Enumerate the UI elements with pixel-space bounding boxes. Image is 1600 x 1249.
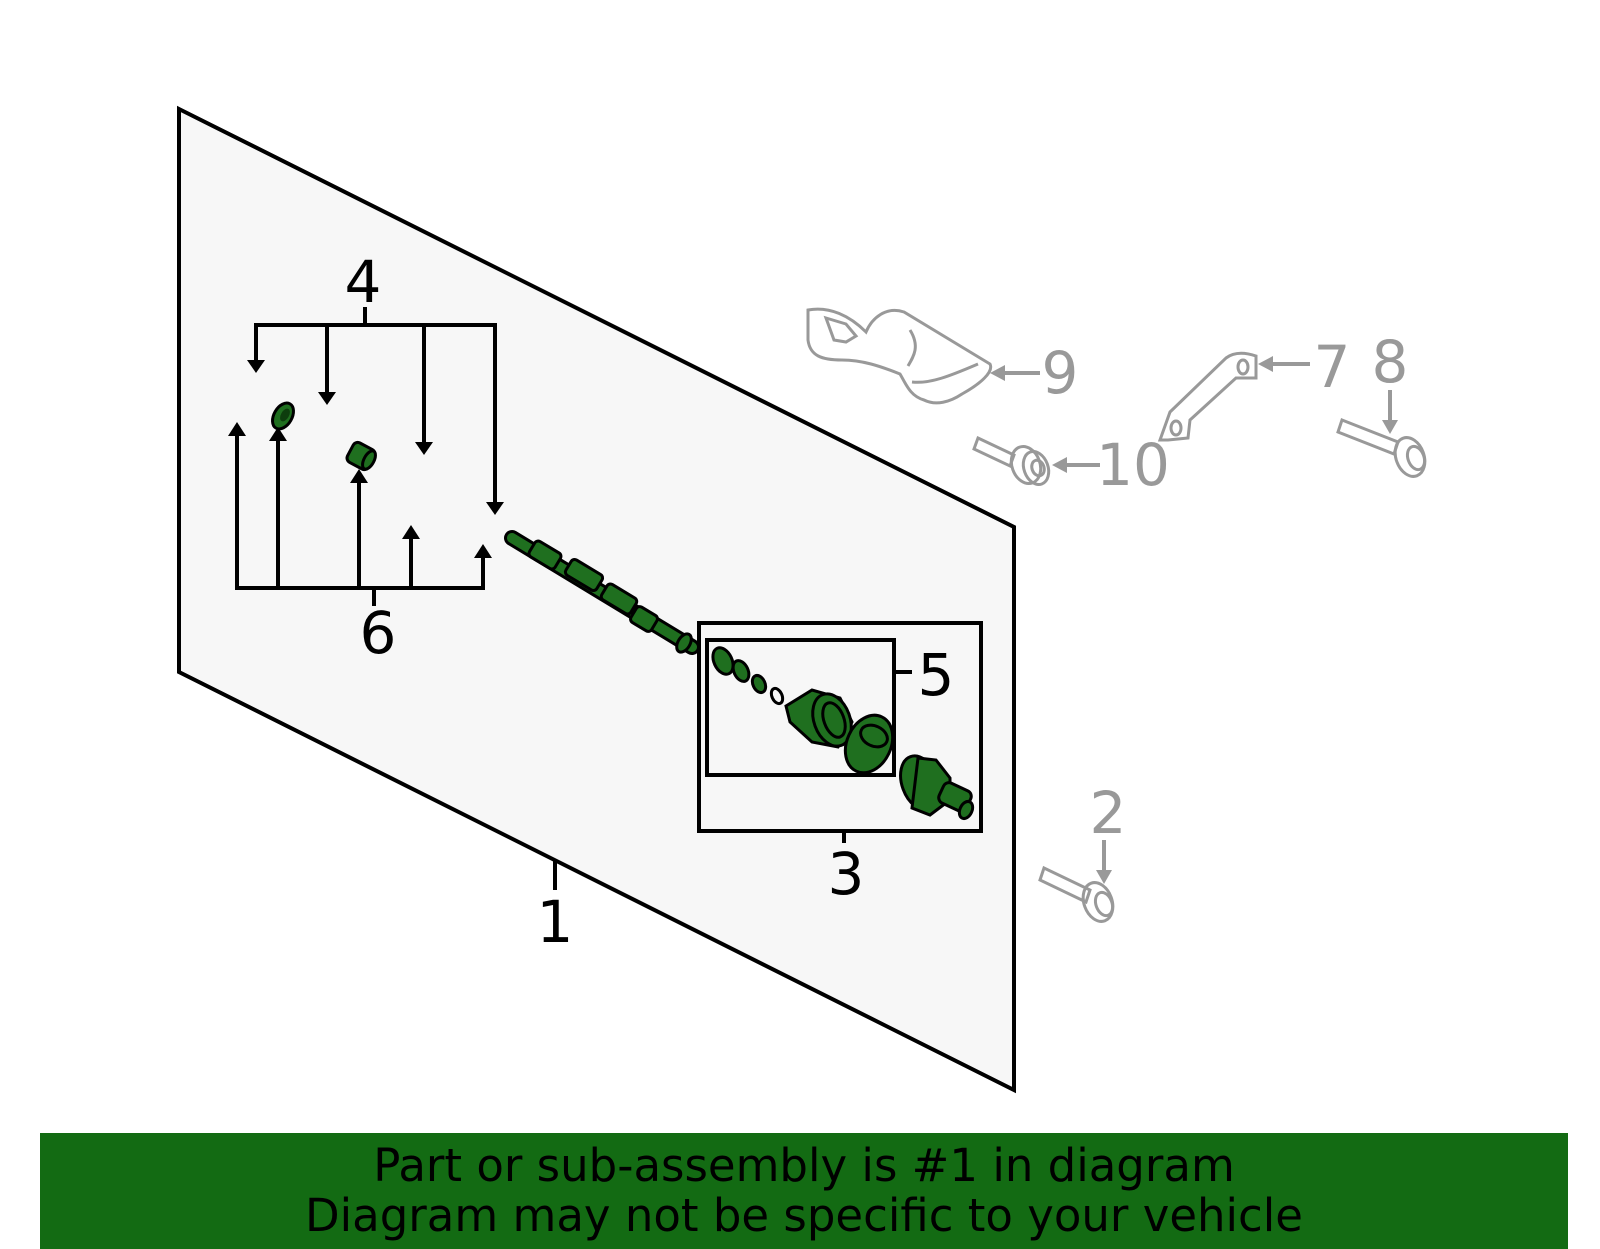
callout-6-leader — [235, 430, 485, 606]
banner-line-1: Part or sub-assembly is #1 in diagram — [373, 1139, 1235, 1192]
callout-8: 8 — [1372, 328, 1409, 396]
bracket-icon — [1157, 351, 1258, 442]
bolt-10-arrow — [1052, 457, 1100, 473]
callout-7: 7 — [1314, 333, 1351, 401]
assembly-panel — [177, 105, 1016, 1094]
heat-shield-icon — [806, 307, 993, 405]
cv-joint-icon — [899, 754, 975, 821]
damper-icon — [345, 440, 377, 472]
callout-9: 9 — [1042, 339, 1079, 407]
callout-10: 10 — [1096, 431, 1170, 499]
bolt-icon — [972, 435, 1051, 486]
callout-4-arrowheads — [247, 360, 504, 515]
clamp-ring-icon — [271, 401, 295, 431]
heat-shield-arrow — [990, 365, 1040, 381]
bolt-2-arrow — [1096, 840, 1112, 884]
info-banner: Part or sub-assembly is #1 in diagram Di… — [40, 1133, 1568, 1249]
callout-6-arrowheads — [228, 422, 492, 558]
callout-5: 5 — [918, 641, 955, 709]
bolt-8-arrow — [1382, 390, 1398, 434]
callout-1: 1 — [537, 888, 574, 956]
axle-shaft-icon — [504, 530, 700, 655]
callout-4-leader — [254, 307, 497, 502]
callout-5-box — [705, 638, 896, 777]
callout-3: 3 — [828, 840, 865, 908]
banner-line-2: Diagram may not be specific to your vehi… — [305, 1189, 1303, 1242]
bracket-arrow — [1258, 356, 1310, 372]
boot-kit-icon — [711, 646, 895, 775]
callout-6: 6 — [360, 599, 397, 667]
bolt-8-icon — [1336, 418, 1427, 478]
callout-2: 2 — [1090, 779, 1127, 847]
bolt-2-icon — [1038, 865, 1115, 923]
callout-3-box — [697, 621, 983, 833]
callout-4: 4 — [345, 248, 382, 316]
